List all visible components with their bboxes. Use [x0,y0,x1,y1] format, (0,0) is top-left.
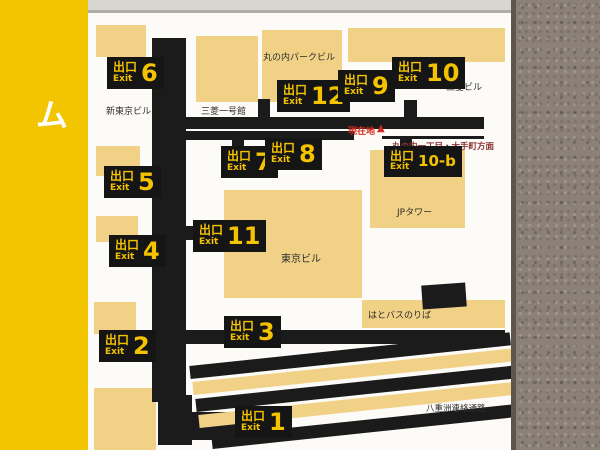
corridor-upper-horizontal [186,117,484,129]
building-shape-topleft [96,25,146,57]
exit-jp-label: 出口 [110,169,135,184]
building-shape-hato-black [421,282,467,310]
exit-jp-label: 出口 [115,238,140,253]
exit-number: 10 [426,59,460,87]
label-shin-tokyo: 新東京ビル [106,107,152,117]
panel-top-frame-line [88,10,516,13]
exit-jp-label: 出口 [271,141,296,156]
exit-jp-label: 出口 [105,333,130,348]
exit-en-label: Exit [199,236,219,247]
exit-number: 1 [269,408,286,436]
sign-frame-left: ム [0,0,88,450]
exit-number: 8 [299,140,316,168]
label-mitsubishi-ichigokan: 三菱一号館 [201,107,247,117]
corridor-main-vertical [152,38,186,402]
exit-jp-label: 出口 [113,60,138,75]
corridor-stub-park [258,99,270,117]
exit-en-label: Exit [115,251,135,262]
corridor-stub-exit10b [400,139,412,148]
label-jp-tower: JPタワー [397,208,433,218]
exit-en-label: Exit [227,162,247,173]
sign-frame-character: ム [36,96,69,134]
current-location-marker: 現在地 ▲ [348,123,385,138]
current-location-triangle-icon: ▲ [377,123,385,134]
exit-jp-label: 出口 [241,409,266,424]
building-shape-mitsubishi-ichigokan [196,36,258,102]
exit-number: 10-b [418,152,456,171]
exit-number: 2 [133,332,150,360]
exit-jp-label: 出口 [390,149,415,163]
exit-number: 5 [138,168,155,196]
exit-en-label: Exit [113,73,133,84]
exit-en-label: Exit [283,96,303,107]
exit-jp-label: 出口 [398,60,423,75]
wall-texture [511,0,600,450]
exit-number: 4 [143,237,160,265]
label-hato-bus: はとバスのりば [368,311,432,321]
building-shape-bottomleft [94,388,156,450]
exit-en-label: Exit [271,154,291,165]
building-shape-topright [348,28,505,62]
exit-number: 9 [372,72,389,100]
current-location-label: 現在地 [348,127,376,137]
exit-en-label: Exit [344,86,364,97]
exit-jp-label: 出口 [230,319,255,334]
corridor-upper-horizontal-2 [186,131,354,140]
exit-jp-label: 出口 [283,83,308,98]
corridor-stub-exit10 [404,100,417,117]
exit-number: 6 [141,59,158,87]
exit-en-label: Exit [390,162,410,173]
label-yaesu-passage: 八重洲連絡通路 [426,404,486,414]
corridor-thin-line [382,136,484,139]
label-marunouchi-park: 丸の内パークビル [263,53,336,63]
corridor-stub-exit7 [232,139,244,149]
exit-number: 11 [227,222,261,250]
exit-jp-label: 出口 [344,73,369,88]
exit-number: 3 [258,318,275,346]
exit-en-label: Exit [230,332,250,343]
exit-jp-label: 出口 [227,149,252,164]
building-shape-left-2 [94,302,136,334]
exit-en-label: Exit [105,346,125,357]
panel-top-frame [88,0,516,10]
exit-jp-label: 出口 [199,223,224,238]
exit-en-label: Exit [398,73,418,84]
label-tokyo-building: 東京ビル [281,254,321,265]
exit-en-label: Exit [241,422,261,433]
exit-en-label: Exit [110,182,130,193]
